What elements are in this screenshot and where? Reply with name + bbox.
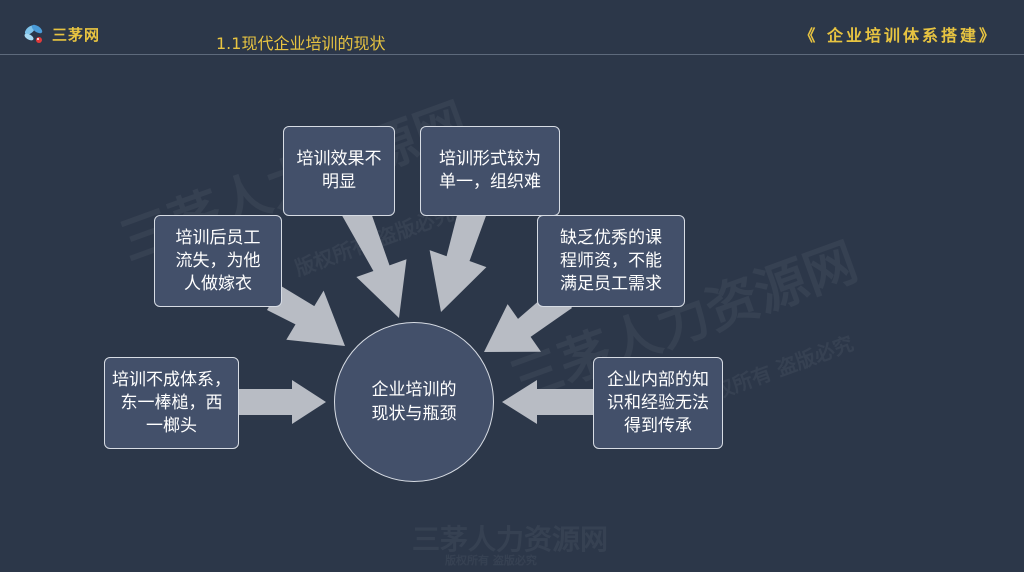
slide-header: 三茅网 1.1现代企业培训的现状 《 企业培训体系搭建》 <box>0 0 1024 56</box>
node-effect-text: 培训效果不 明显 <box>296 149 382 192</box>
node-knowledge: 企业内部的知 识和经验无法 得到传承 <box>593 357 723 449</box>
node-form: 培训形式较为 单一，组织难 <box>420 126 560 216</box>
arrow-form <box>429 205 487 312</box>
arrow-effect <box>341 205 407 318</box>
node-effect: 培训效果不 明显 <box>283 126 395 216</box>
header-divider <box>0 54 1024 55</box>
arrow-turnover <box>267 286 345 346</box>
node-system: 培训不成体系， 东一棒槌，西 一榔头 <box>104 357 239 449</box>
course-title: 《 企业培训体系搭建》 <box>799 26 998 45</box>
node-system-text: 培训不成体系， 东一棒槌，西 一榔头 <box>112 369 231 436</box>
node-form-text: 培训形式较为 单一，组织难 <box>439 149 541 192</box>
center-node: 企业培训的 现状与瓶颈 <box>334 322 494 482</box>
slide-title: 1.1现代企业培训的现状 <box>216 34 386 53</box>
node-teachers-text: 缺乏优秀的课 程师资，不能 满足员工需求 <box>560 227 662 294</box>
logo: 三茅网 <box>22 22 100 46</box>
node-knowledge-text: 企业内部的知 识和经验无法 得到传承 <box>607 369 709 436</box>
dragonfly-icon <box>24 24 43 43</box>
node-teachers: 缺乏优秀的课 程师资，不能 满足员工需求 <box>537 215 685 307</box>
node-turnover: 培训后员工 流失，为他 人做嫁衣 <box>154 215 282 307</box>
center-node-text: 企业培训的 现状与瓶颈 <box>371 380 457 424</box>
arrow-system <box>238 380 326 424</box>
node-turnover-text: 培训后员工 流失，为他 人做嫁衣 <box>175 227 261 294</box>
arrow-knowledge <box>502 380 595 424</box>
logo-text: 三茅网 <box>52 25 101 44</box>
